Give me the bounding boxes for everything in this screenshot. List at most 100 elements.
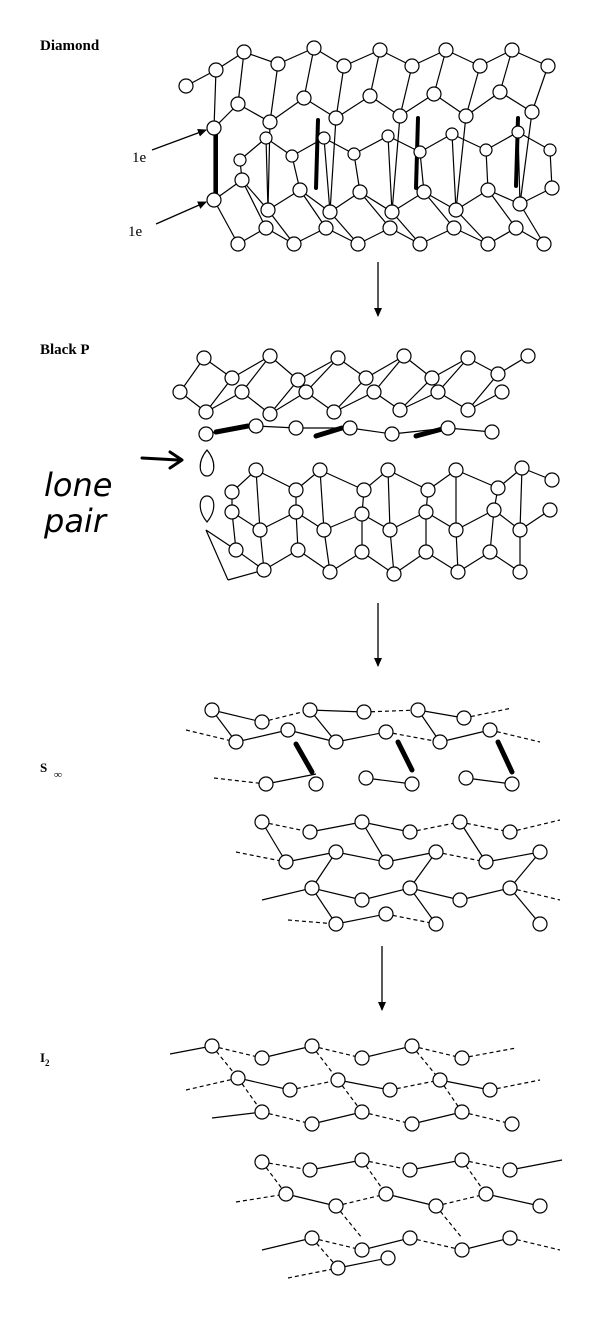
diamond-mid2-atom [544,180,560,196]
blackp-e-atom [354,506,370,522]
s-bond [409,887,461,901]
i2-bond [409,1159,463,1171]
i2-bond [261,1237,313,1251]
s-bond [365,777,413,785]
label-s-subscript: ∞ [54,769,62,781]
s-bond [335,851,387,863]
blackp-e-atom [418,504,434,520]
i2-atom [254,1050,270,1066]
diamond-bond [487,189,517,229]
blackp-bond [305,357,339,393]
i2-atom [230,1070,246,1086]
diamond-mid2-atom [448,202,464,218]
diamond-top-atom [236,44,252,60]
s-atom [328,844,344,860]
s-bond [509,819,561,833]
lone-pair-orbital-upper [199,449,215,477]
diamond-bond [213,199,239,245]
blackp-c-atom [288,420,304,436]
i2-bond [335,1193,387,1207]
s-atom [378,906,394,922]
i2-atom [478,1186,494,1202]
blackp-c-atom [198,426,214,442]
diamond-mid2-atom [480,182,496,198]
diamond-top2-atom [492,84,508,100]
label-black-p: Black P [40,342,90,358]
diamond-top-atom [472,58,488,74]
i2-atom [432,1072,448,1088]
blackp-e-atom [288,504,304,520]
s-bond [385,851,437,863]
s-bond [385,913,437,925]
s-atom [302,824,318,840]
s-atom [378,724,394,740]
diamond-top2-atom [328,110,344,126]
blackp-bond [319,469,325,531]
i2-bond [385,1193,437,1207]
s-bond [463,707,513,719]
label-s: S [40,760,47,775]
diamond-bond [303,47,315,99]
s-bond [311,887,363,901]
s-atom [228,734,244,750]
s-atom [404,776,420,792]
lone-pair-orbital-lower [199,495,215,523]
blackp-a-atom [520,348,536,364]
diamond-bond [265,137,269,211]
blackp-a-atom [358,370,374,386]
s-atom [280,722,296,738]
s-atom [358,770,374,786]
s-atom [328,734,344,750]
s-bond [417,709,465,719]
blackp-b-atom [234,384,250,400]
blackp-d-bond [455,469,499,489]
label-i-subscript: 2 [45,1058,50,1068]
blackp-b-atom [366,384,382,400]
s-atom [378,854,394,870]
i2-atom [204,1038,220,1054]
i2-atom [454,1242,470,1258]
diamond-top2-atom [296,90,312,106]
s-bond [509,851,541,889]
diamond-vertical [519,111,533,205]
i2-bond [439,1079,491,1091]
diamond-mid2-atom [512,196,528,212]
i2-atom [354,1050,370,1066]
diamond-bot-atom [508,220,524,236]
i2-bond [211,1045,263,1059]
s-atom [532,916,548,932]
blackp-b-atom [198,404,214,420]
blackp-a-atom [330,350,346,366]
i2-bond [337,1079,391,1091]
diamond-bot-atom [446,220,462,236]
diamond-top2-atom [262,114,278,130]
diamond-bond [387,135,393,213]
s-bond [287,729,337,743]
sulfur-lattice [185,702,561,932]
s-bond [213,777,267,785]
blackp-b-atom [172,384,188,400]
blackp-d-atom [380,462,396,478]
s-bond [409,821,461,833]
diamond-mid-atom [543,143,557,157]
s-atom [428,844,444,860]
s-atom [452,892,468,908]
i2-atom [330,1072,346,1088]
diamond-bond [237,51,245,105]
blackp-bond [519,467,523,531]
s-atom [452,814,468,830]
s-atom [456,710,472,726]
diamond-mid2-atom [234,172,250,188]
blackp-d-bond [319,469,365,491]
s-atom [204,702,220,718]
diamond-lattice [178,40,560,252]
s-bond [235,851,287,863]
s-bond [489,729,541,743]
diamond-mid-atom [511,125,525,139]
i2-atom [454,1050,470,1066]
diamond-bot-atom [536,236,552,252]
blackp-b-atom [494,384,510,400]
i2-atom [354,1242,370,1258]
i2-atom [454,1152,470,1168]
